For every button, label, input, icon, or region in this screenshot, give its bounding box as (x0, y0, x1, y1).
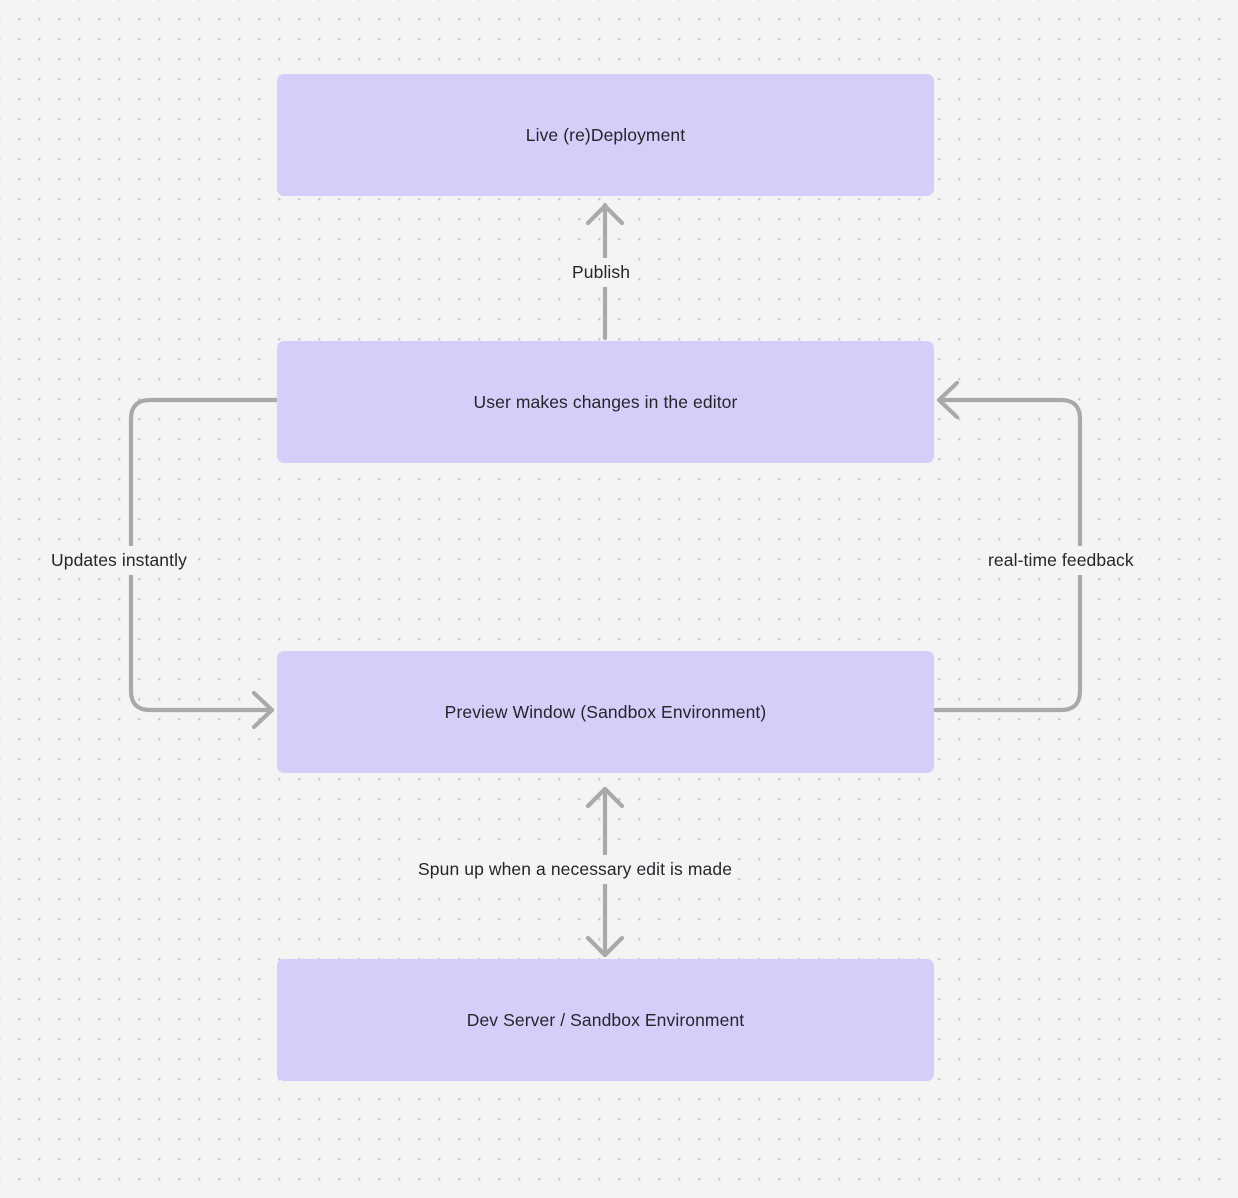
edge-label-real-time-feedback: real-time feedback (982, 546, 1140, 575)
edge-publish-arrowhead (585, 203, 625, 226)
node-dev-server-label: Dev Server / Sandbox Environment (466, 1009, 745, 1030)
node-preview-window-label: Preview Window (Sandbox Environment) (444, 701, 767, 722)
node-dev-server[interactable]: Dev Server / Sandbox Environment (277, 959, 934, 1081)
edge-spun-up-arrowhead-bottom (585, 935, 625, 958)
edge-spun-up-arrowhead-top (585, 786, 625, 809)
edge-updates-instantly-arrowhead (251, 690, 275, 730)
node-user-makes-changes[interactable]: User makes changes in the editor (277, 341, 934, 463)
edge-label-spun-up: Spun up when a necessary edit is made (412, 855, 739, 884)
edge-label-updates-instantly: Updates instantly (45, 546, 193, 575)
node-live-redeployment-label: Live (re)Deployment (525, 124, 686, 145)
edge-real-time-feedback-arrowhead (936, 380, 960, 420)
node-user-makes-changes-label: User makes changes in the editor (473, 391, 738, 412)
edge-label-publish: Publish (566, 258, 637, 287)
node-preview-window[interactable]: Preview Window (Sandbox Environment) (277, 651, 934, 773)
node-live-redeployment[interactable]: Live (re)Deployment (277, 74, 934, 196)
